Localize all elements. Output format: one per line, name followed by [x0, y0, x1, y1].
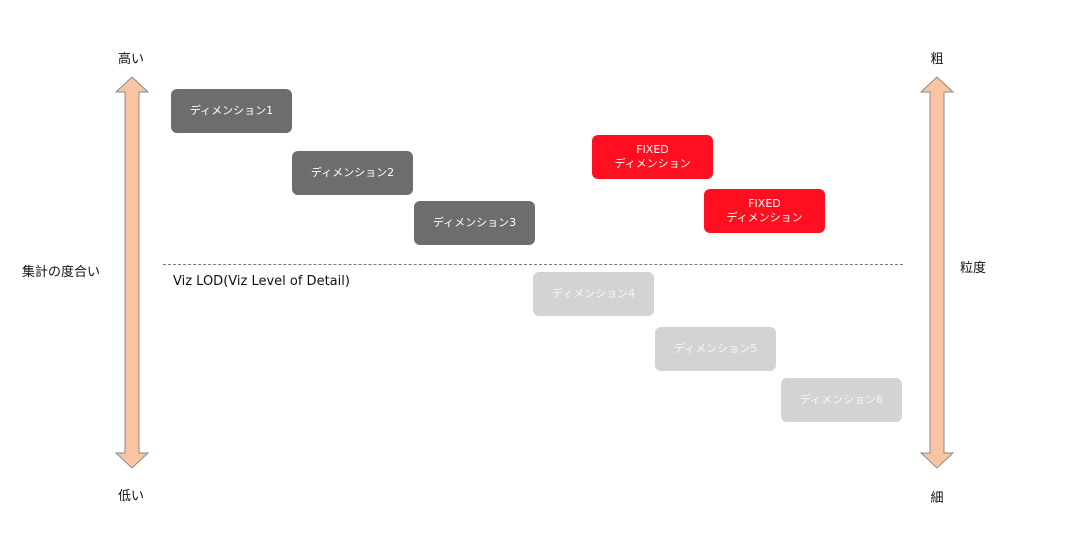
box-text-line-1: FIXED — [636, 143, 669, 156]
box-text: ディメンション5 — [673, 342, 758, 355]
dimension-box-1: ディメンション1 — [171, 89, 292, 133]
box-text-line-2: ディメンション — [614, 157, 691, 170]
box-text-line-1: FIXED — [748, 197, 781, 210]
box-text: ディメンション2 — [310, 166, 395, 179]
box-text: ディメンション1 — [189, 104, 274, 117]
fixed-dimension-box-1: FIXED ディメンション — [592, 135, 713, 179]
box-text: ディメンション6 — [799, 393, 884, 406]
dimension-box-5: ディメンション5 — [655, 327, 776, 371]
left-axis-bottom-label: 低い — [117, 489, 145, 504]
right-axis-top-label: 粗 — [930, 52, 944, 67]
dimension-box-3: ディメンション3 — [414, 201, 535, 245]
dimension-box-6: ディメンション6 — [781, 378, 902, 422]
left-arrow-shape — [114, 76, 150, 469]
right-double-arrow — [919, 76, 955, 469]
right-arrow-shape — [919, 76, 955, 469]
left-axis-title: 集計の度合い — [22, 265, 101, 280]
left-double-arrow — [114, 76, 150, 469]
box-text: ディメンション3 — [432, 216, 517, 229]
dimension-box-2: ディメンション2 — [292, 151, 413, 195]
viz-lod-dashed-line — [163, 264, 903, 265]
box-text: ディメンション4 — [551, 287, 636, 300]
dimension-box-4: ディメンション4 — [533, 272, 654, 316]
right-axis-bottom-label: 細 — [930, 491, 944, 506]
viz-lod-label: Viz LOD(Viz Level of Detail) — [173, 274, 350, 289]
fixed-dimension-box-2: FIXED ディメンション — [704, 189, 825, 233]
right-axis-title: 粒度 — [960, 261, 987, 276]
box-text-line-2: ディメンション — [726, 211, 803, 224]
left-axis-top-label: 高い — [117, 52, 145, 67]
